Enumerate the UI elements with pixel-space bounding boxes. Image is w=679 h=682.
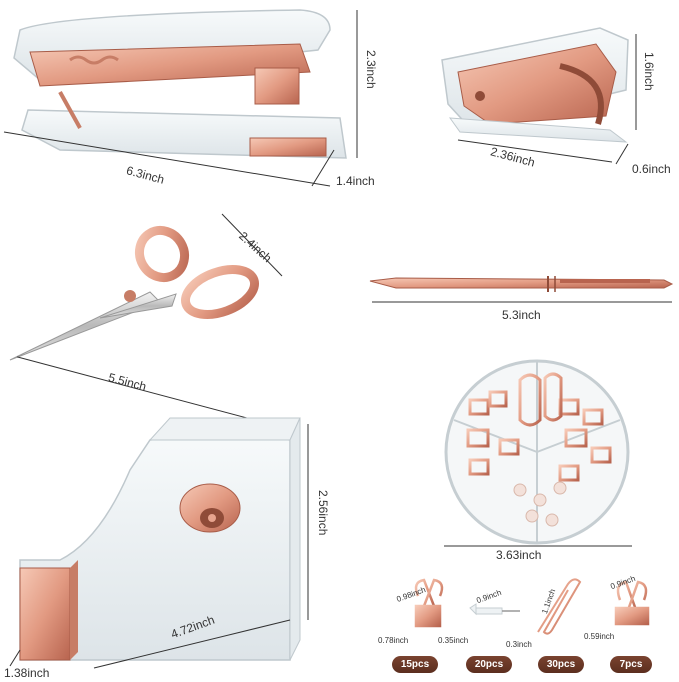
remover-height-label: 1.6inch <box>642 52 656 91</box>
tape-width-label: 1.38inch <box>4 666 50 680</box>
tape-height-label: 2.56inch <box>316 490 330 536</box>
paper-clip-width: 0.3inch <box>506 640 532 649</box>
pen-length-label: 5.3inch <box>502 308 541 322</box>
tape-dispenser <box>19 417 301 661</box>
scissors <box>9 225 260 361</box>
stapler-height-label: 2.3inch <box>364 50 378 89</box>
quantity-badge: 30pcs <box>538 656 584 673</box>
remover-width-label: 0.6inch <box>632 162 671 176</box>
stapler-dimension-lines <box>3 10 358 187</box>
stapler <box>13 9 347 159</box>
stapler-width-label: 1.4inch <box>336 174 375 188</box>
quantity-badge: 15pcs <box>392 656 438 673</box>
clips-box <box>444 359 630 545</box>
quantity-badge: 7pcs <box>610 656 652 673</box>
binder-clip-small-icon <box>614 580 650 626</box>
clips-diameter-label: 3.63inch <box>496 548 542 562</box>
binder-clip-large-width: 0.78inch <box>378 636 409 645</box>
push-pin-width: 0.35inch <box>438 636 469 645</box>
tape-dimension-lines <box>9 424 309 669</box>
binder-clip-small-width: 0.59inch <box>584 632 615 641</box>
binder-clip-large-icon <box>414 578 444 628</box>
pen <box>369 276 674 292</box>
scissors-dimension-lines <box>17 213 283 422</box>
paper-clip-icon <box>537 578 582 635</box>
push-pin-icon <box>469 603 520 616</box>
quantity-badge: 20pcs <box>466 656 512 673</box>
remover-dimension-lines <box>457 34 637 165</box>
staple-remover <box>441 27 629 143</box>
